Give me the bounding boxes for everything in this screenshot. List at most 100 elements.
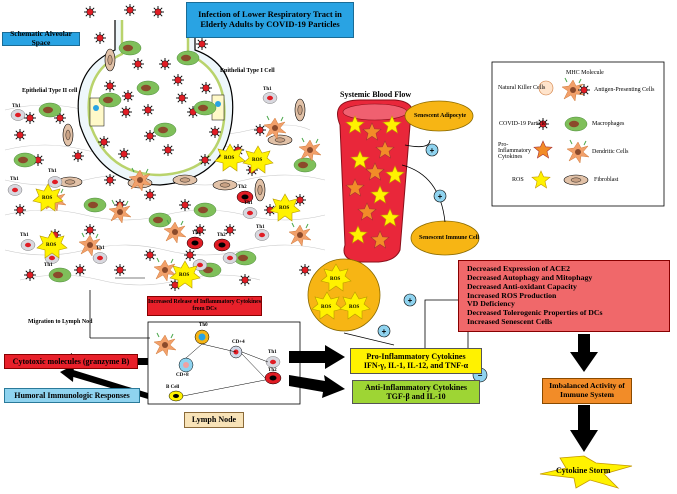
covid-particle-icon [175,91,189,105]
macrophage-icon [293,157,317,173]
fibroblast-icon [104,48,116,72]
ros-label: ROS [349,305,360,310]
macrophage-icon [38,102,62,118]
macrophage-icon [136,80,160,96]
fibroblast-icon [294,98,306,122]
cell-label: Th1 [44,263,53,268]
plus-sign [433,189,447,203]
aging-effect-item: Increased Senescent Cells [467,317,553,327]
aging-effect-item: Increased ROS Production [467,290,557,300]
macrophage-icon [193,202,217,218]
sign-label: + [430,146,435,155]
lymph-node-cells [153,329,282,402]
covid-particle-icon [183,248,197,262]
sign-label: − [478,371,483,380]
macrophage-icon [193,100,217,116]
migration-label: Migration to Lymph Nod [28,319,93,325]
covid-particle-icon [121,89,135,103]
covid-particle-icon [13,203,27,217]
th2-cell-icon [186,236,204,250]
covid-particle-icon [97,135,111,149]
cell-label: Th1 [12,104,21,109]
sign-label: + [438,192,443,201]
macrophage-icon [233,250,257,266]
cell-label: Th1 [48,169,57,174]
pro-inflammatory-box: Pro-Inflammatory Cytokines IFN-γ, IL-1, … [350,348,482,374]
ros-label: ROS [330,277,341,282]
th-cell-icon [47,176,63,188]
macrophage-icon [13,152,37,168]
legend-pro-cytokines: Pro-Inflammatory Cytokines [498,142,531,160]
covid-particle-icon [13,128,27,142]
aging-effect-item: VD Deficiency [467,299,515,309]
epithelial-type2-cell [89,97,105,127]
covid-particle-icon [23,111,37,125]
covid-particle-icon [208,125,222,139]
covid-particle-icon [123,3,137,17]
ros-label: ROS [224,156,235,161]
th2-cell-icon [213,238,231,252]
covid-particle-icon [238,273,252,287]
th-cell-icon [222,252,238,264]
covid-particle-icon [141,103,155,117]
cd4-label: CD+4 [232,340,245,345]
cell-label: Th2 [217,233,226,238]
cell-label: Th2 [238,185,247,190]
pro-inflammatory-list: IFN-γ, IL-1, IL-12, and TNF-α [363,361,469,370]
legend-mhc: MHC Molecule [566,70,604,76]
dendritic-cell-icon [298,137,322,162]
covid-particle-icon [253,123,267,137]
covid-particle-icon [143,248,157,262]
cytokine-storm-label: Cytokine Storm [556,466,611,475]
covid-particle-icon [83,5,97,19]
covid-particle-icon [223,223,237,237]
th-cell-icon [92,252,108,264]
ros-label: ROS [42,196,53,201]
covid-particle-icon [103,173,117,187]
bcell-label: B Cell [166,385,180,390]
covid-particle-icon [73,263,87,277]
macrophage-icon [153,122,177,138]
cd8-label: CD+8 [176,373,189,378]
covid-particle-icon [71,149,85,163]
aging-effect-item: Decreased Autophagy and Mitophagy [467,272,593,282]
cell-label: Th2 [192,231,201,236]
covid-particle-icon [103,79,117,93]
sign-label: + [408,296,413,305]
macrophage-icon [118,40,142,56]
fibroblast-icon [212,179,238,191]
ros-label: ROS [252,158,263,163]
macrophage-icon [148,212,172,228]
th2-label: Th2 [268,368,277,373]
covid-particle-icon [161,143,175,157]
cytokine-storm-star [539,455,633,489]
covid-particle-icon [131,57,145,71]
legend-fibroblast: Fibroblast [594,177,619,183]
ros-label: ROS [279,206,290,211]
cell-label: Th1 [20,233,29,238]
anti-inflammatory-box: Anti-Inflammatory Cytokines TGF-β and IL… [352,380,480,404]
covid-particle-icon [93,31,107,45]
senescent-adipocyte-label: Senescent Adipocyte [414,113,467,119]
pro-inflammatory-title: Pro-Inflammatory Cytokines [366,351,466,361]
macrophage-icon [176,50,200,66]
covid-particle-icon [195,37,209,51]
macrophage-icon [83,197,107,213]
th-cell-icon [254,229,270,241]
covid-particle-icon [119,105,133,119]
ros-label: ROS [321,305,332,310]
th0-label: Th0 [199,323,208,328]
covid-particle-icon [158,57,172,71]
covid-particle-icon [178,198,192,212]
alveolar-label: Schematic Alveolar Space [2,30,80,47]
covid-particle-icon [199,81,213,95]
covid-particle-icon [198,153,212,167]
covid-particle-icon [23,268,37,282]
cell-label: Th1 [244,201,253,206]
increased-release-box: Increased Release of Inflammatory Cytoki… [147,296,262,316]
cell-label: Th1 [256,225,265,230]
covid-particle-icon [117,147,131,161]
legend-apc: Antigen-Presenting Cells [594,87,655,93]
